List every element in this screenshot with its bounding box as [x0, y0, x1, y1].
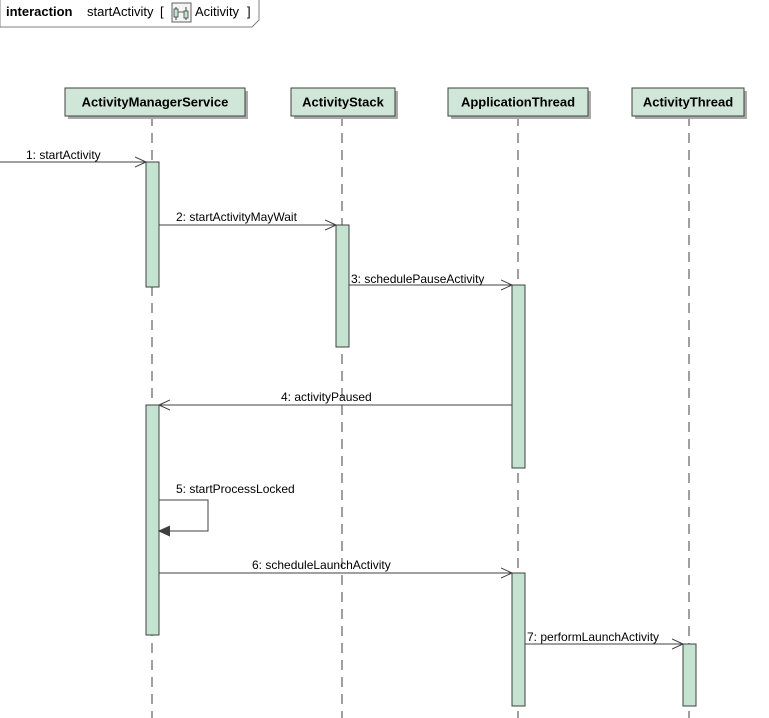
lifeline-box-stack	[290, 87, 396, 117]
activation-ams-1	[145, 161, 160, 288]
message-7: 7: performLaunchActivity	[525, 630, 683, 644]
activation-app-2	[511, 572, 526, 707]
lifeline-box-ams	[64, 87, 246, 117]
lifeline-thread: ActivityThread	[631, 87, 747, 718]
lifeline-label-thread: ActivityThread	[643, 94, 733, 109]
message-5: 5: startProcessLocked	[159, 482, 295, 531]
lifeline-label-app: ApplicationThread	[461, 94, 575, 109]
message-6-label: 6: scheduleLaunchActivity	[252, 558, 391, 572]
lifeline-label-stack: ActivityStack	[302, 94, 384, 109]
frame-open-bracket: [	[160, 4, 164, 19]
message-2-label: 2: startActivityMayWait	[176, 210, 298, 224]
message-4-label: 4: activityPaused	[281, 390, 372, 404]
activation-ams-2	[145, 404, 160, 636]
frame-close-bracket: ]	[247, 4, 251, 19]
frame-name: startActivity	[87, 4, 154, 19]
frame-ref-name: Acitivity	[195, 4, 240, 19]
lifeline-label-ams: ActivityManagerService	[82, 94, 229, 109]
lifeline-box-app	[447, 87, 589, 117]
lifeline-box-thread	[631, 87, 745, 117]
frame-header: interaction startActivity [ Acitivity ]	[0, 0, 260, 28]
activation-app-1	[511, 284, 526, 469]
message-5-label: 5: startProcessLocked	[176, 482, 295, 496]
message-1: 1: startActivity	[0, 148, 146, 162]
message-4: 4: activityPaused	[159, 390, 512, 405]
interaction-diagram-icon	[171, 2, 192, 23]
frame-keyword: interaction	[6, 4, 73, 19]
message-3-label: 3: schedulePauseActivity	[351, 272, 484, 286]
activation-bars	[145, 161, 697, 707]
activation-thread-1	[682, 643, 697, 707]
message-2: 2: startActivityMayWait	[159, 210, 336, 225]
message-1-label: 1: startActivity	[26, 148, 101, 162]
lifeline-stack: ActivityStack	[290, 87, 398, 718]
message-7-label: 7: performLaunchActivity	[527, 630, 659, 644]
message-6: 6: scheduleLaunchActivity	[159, 558, 512, 573]
activation-stack-1	[335, 224, 350, 348]
message-3: 3: schedulePauseActivity	[349, 272, 512, 286]
